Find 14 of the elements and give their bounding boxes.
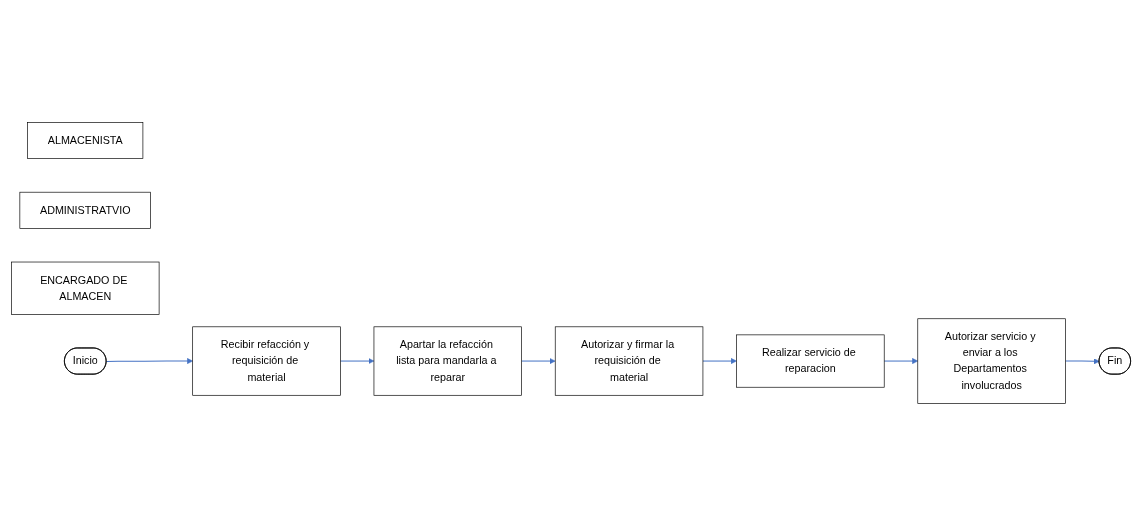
node-box: Autorizar servicio y enviar a los Departamentos involucrados (917, 318, 1066, 404)
node-box: Realizar servicio de reparacion (736, 334, 885, 388)
arrow (1064, 357, 1100, 364)
arrow (883, 357, 919, 364)
arrow (339, 357, 375, 364)
node-box: ENCARGADO DE ALMACEN (11, 261, 160, 315)
arrow (105, 357, 193, 364)
arrow (702, 357, 737, 364)
arrow (521, 357, 556, 364)
node-box: ALMACENISTA (27, 121, 144, 159)
node-box: Recibir refacción y requisición de material (192, 326, 341, 396)
node-box: Apartar la refacción lista para mandarla a reparar (373, 326, 522, 396)
node-box: Autorizar y firmar la requisición de material (554, 326, 704, 396)
node-box: ADMINISTRATVIO (19, 191, 151, 229)
